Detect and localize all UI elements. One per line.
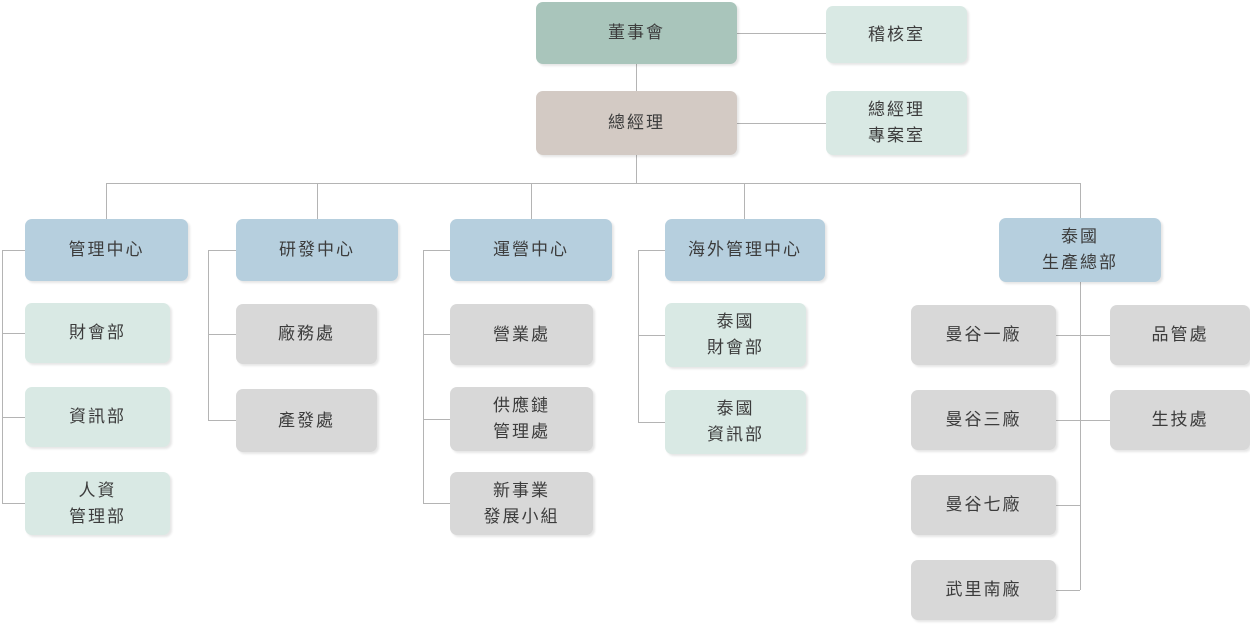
connector-line	[1056, 335, 1080, 336]
connector-line	[737, 123, 826, 124]
org-node-label: 海外管理中心	[688, 240, 802, 259]
org-node-label: 廠務處	[278, 324, 335, 343]
connector-line	[1056, 590, 1080, 591]
org-node-it-dept: 資訊部	[25, 387, 170, 447]
connector-line	[2, 250, 25, 251]
org-node-label: 財會部	[707, 338, 764, 357]
org-node-label: 總經理	[868, 100, 925, 119]
org-node-factory-affairs-office: 廠務處	[236, 304, 377, 364]
org-node-label: 人資	[78, 480, 117, 500]
org-node-quality-management-office: 品管處	[1110, 305, 1250, 365]
org-node-label: 資訊部	[707, 425, 764, 444]
org-node-operations-center: 運營中心	[450, 219, 612, 281]
connector-line	[737, 33, 826, 34]
org-node-sales-office: 營業處	[450, 304, 593, 365]
connector-line	[636, 155, 637, 183]
org-node-production-technology-office: 生技處	[1110, 390, 1250, 450]
org-node-label: 品管處	[1151, 325, 1209, 344]
connector-line	[423, 503, 450, 504]
connector-line	[744, 183, 745, 219]
org-node-overseas-management-center: 海外管理中心	[665, 219, 825, 281]
org-node-thailand-finance-accounting-dept: 泰國財會部	[665, 303, 806, 367]
org-node-label: 產發處	[278, 410, 335, 430]
connector-line	[1080, 420, 1110, 421]
org-node-new-business-development-team: 新事業發展小組	[450, 472, 593, 535]
org-node-label: 泰國	[1061, 227, 1099, 246]
org-node-audit-office: 稽核室	[826, 6, 967, 63]
org-node-rd-center: 研發中心	[236, 219, 398, 281]
org-node-product-development-office: 產發處	[236, 389, 377, 452]
org-node-general-manager: 總經理	[536, 91, 737, 155]
connector-line	[638, 422, 665, 423]
connector-line	[2, 503, 25, 504]
connector-line	[423, 250, 424, 503]
connector-line	[2, 250, 3, 503]
org-node-bangkok-plant-1: 曼谷一廠	[911, 305, 1056, 365]
connector-line	[638, 335, 665, 336]
org-node-label: 曼谷七廠	[945, 495, 1022, 514]
connector-line	[423, 250, 450, 251]
org-node-label: 管理部	[69, 506, 126, 526]
connector-line	[1080, 335, 1110, 336]
connector-line	[423, 419, 450, 420]
org-node-label: 泰國	[716, 312, 755, 331]
org-node-label: 曼谷一廠	[945, 325, 1022, 344]
org-node-label: 新事業	[493, 480, 550, 500]
org-node-label: 管理處	[493, 422, 550, 441]
org-node-label: 武里南廠	[945, 580, 1022, 599]
connector-line	[423, 334, 450, 335]
connector-line	[636, 64, 637, 91]
org-node-label: 發展小組	[483, 506, 560, 526]
org-node-board-of-directors: 董事會	[536, 2, 737, 64]
org-node-bangkok-plant-7: 曼谷七廠	[911, 475, 1056, 535]
org-node-thailand-it-dept: 泰國資訊部	[665, 390, 806, 454]
org-node-bangkok-plant-3: 曼谷三廠	[911, 390, 1056, 450]
org-node-supply-chain-management-office: 供應鏈管理處	[450, 387, 593, 451]
connector-line	[2, 333, 25, 334]
org-node-gm-project-office: 總經理專案室	[826, 91, 967, 155]
org-node-label: 專案室	[868, 126, 925, 145]
connector-line	[1056, 420, 1080, 421]
org-node-finance-accounting-dept: 財會部	[25, 303, 170, 363]
connector-line	[638, 250, 639, 422]
connector-line	[2, 417, 25, 418]
org-node-label: 總經理	[608, 113, 665, 132]
org-node-label: 資訊部	[69, 407, 126, 426]
org-node-hr-management-dept: 人資管理部	[25, 472, 170, 535]
org-node-thailand-production-hq: 泰國生產總部	[999, 218, 1161, 282]
org-node-label: 稽核室	[868, 24, 925, 44]
connector-line	[208, 250, 209, 420]
org-node-label: 運營中心	[493, 240, 569, 259]
org-node-buriram-plant: 武里南廠	[911, 560, 1056, 620]
org-node-management-center: 管理中心	[25, 219, 188, 281]
connector-line	[638, 250, 665, 251]
org-node-label: 生產總部	[1042, 253, 1118, 272]
connector-line	[208, 334, 236, 335]
connector-line	[317, 183, 318, 219]
org-node-label: 泰國	[716, 399, 755, 418]
org-node-label: 曼谷三廠	[945, 410, 1022, 429]
connector-line	[208, 250, 236, 251]
org-node-label: 研發中心	[279, 240, 355, 259]
connector-line	[1056, 505, 1080, 506]
connector-line	[106, 183, 107, 219]
org-node-label: 董事會	[608, 23, 665, 42]
org-node-label: 管理中心	[68, 240, 145, 259]
connector-line	[531, 183, 532, 219]
connector-line	[1080, 183, 1081, 218]
org-node-label: 供應鏈	[493, 396, 550, 415]
org-node-label: 財會部	[69, 323, 126, 342]
connector-line	[1080, 282, 1081, 590]
org-node-label: 營業處	[493, 324, 550, 344]
org-node-label: 生技處	[1151, 410, 1209, 429]
connector-line	[106, 183, 1081, 184]
connector-line	[208, 420, 236, 421]
